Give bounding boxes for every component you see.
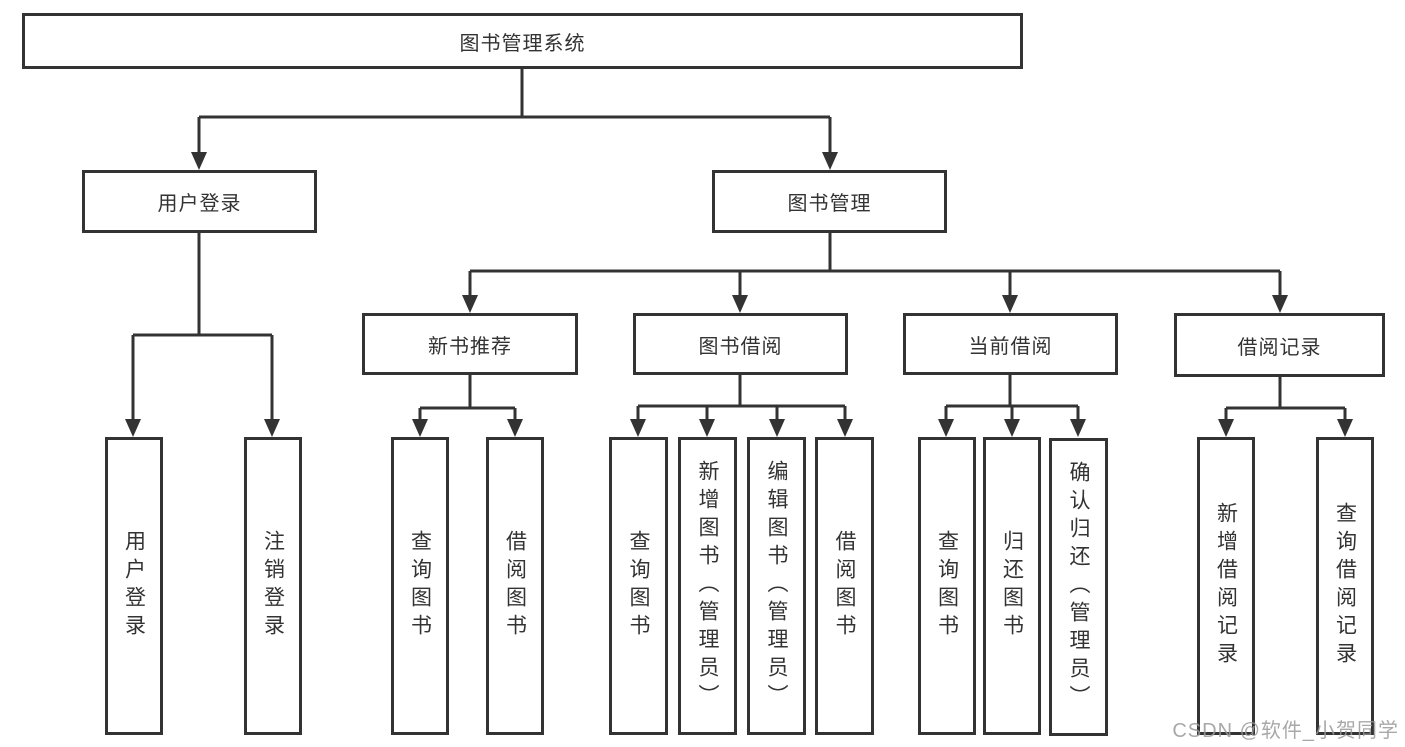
leaf-user-login: 用户登录 — [105, 437, 163, 735]
leaf-query-books-current: 查询图书 — [918, 437, 976, 735]
leaf-borrow-books: 借阅图书 — [815, 437, 874, 735]
leaf-add-borrow-record: 新增借阅记录 — [1197, 437, 1255, 735]
leaf-query-books-recommend: 查询图书 — [391, 437, 449, 735]
node-borrowing-records: 借阅记录 — [1174, 313, 1385, 377]
node-book-management: 图书管理 — [712, 170, 947, 233]
tree-edges — [131, 69, 1347, 421]
leaf-confirm-return-admin: 确认归还（管理员） — [1049, 438, 1108, 736]
node-library-management-system: 图书管理系统 — [22, 13, 1023, 69]
leaf-query-borrow-record: 查询借阅记录 — [1316, 437, 1374, 735]
leaf-logout: 注销登录 — [244, 437, 302, 735]
leaf-borrow-books-recommend: 借阅图书 — [486, 437, 544, 735]
leaf-add-books-admin: 新增图书（管理员） — [678, 437, 737, 735]
leaf-return-books: 归还图书 — [983, 437, 1041, 735]
csdn-watermark: CSDN @软件_小贺同学 — [1172, 720, 1399, 742]
node-current-borrowing: 当前借阅 — [903, 313, 1118, 375]
leaf-query-books-borrow: 查询图书 — [609, 437, 668, 735]
node-book-borrowing: 图书借阅 — [633, 313, 848, 375]
node-new-book-recommendation: 新书推荐 — [362, 313, 578, 375]
node-user-login: 用户登录 — [82, 170, 317, 233]
leaf-edit-books-admin: 编辑图书（管理员） — [747, 437, 806, 735]
